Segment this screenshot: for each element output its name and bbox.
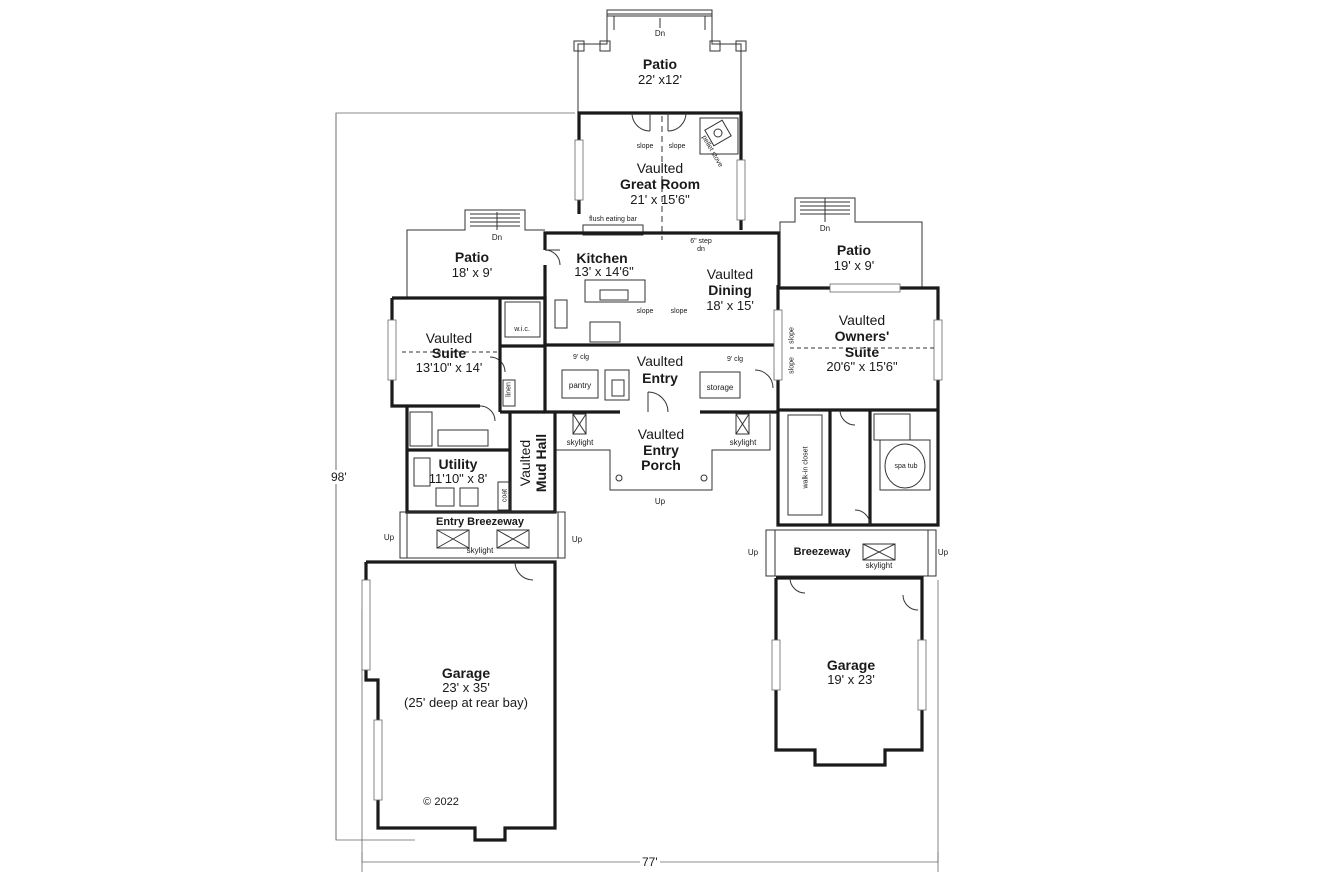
storage-label: storage: [706, 383, 734, 392]
great-room-title: Great Room: [619, 176, 701, 192]
left-patio-title: Patio: [454, 249, 490, 265]
copyright: © 2022: [423, 796, 459, 808]
entry-prefix: Vaulted: [636, 353, 684, 369]
step-down-label: 6" step: [690, 238, 712, 245]
left-garage-note: (25' deep at rear bay): [404, 695, 528, 710]
linen-label: linen: [505, 382, 513, 397]
overall-width-label: 77': [640, 855, 660, 869]
breezeway-up-label: Up: [383, 533, 395, 542]
walk-in-closet-label: walk-in closet: [802, 446, 810, 489]
skylight-label: skylight: [466, 546, 494, 555]
entry-porch: [554, 413, 771, 491]
dining-dims: 18' x 15': [706, 298, 754, 313]
kitchen-title: Kitchen: [576, 250, 628, 266]
left-garage-walls: [361, 560, 557, 842]
slope-label: slope: [788, 357, 796, 374]
entry-porch-prefix: Vaulted: [637, 426, 685, 442]
owners-suite-title: Owners': [834, 328, 890, 344]
wic-label: w.i.c.: [514, 326, 530, 333]
right-patio-dims: 19' x 9': [833, 258, 875, 273]
breezeway-up-label: Up: [937, 548, 949, 557]
right-patio-dn: Dn: [819, 224, 831, 233]
great-room-prefix: Vaulted: [636, 160, 684, 176]
spa-tub-label: spa tub: [894, 463, 918, 470]
suite-dims: 13'10" x 14': [415, 360, 483, 375]
breezeway-up-label: Up: [571, 535, 583, 544]
right-patio-title: Patio: [836, 242, 872, 258]
rear-patio-title: Patio: [642, 56, 678, 72]
owners-suite-dims: 20'6" x 15'6": [826, 359, 898, 374]
ceiling-label-right: 9' clg: [726, 356, 744, 363]
mud-hall-title: Mud Hall: [533, 433, 549, 493]
suite-title: Suite: [431, 345, 467, 361]
suite-prefix: Vaulted: [425, 330, 473, 346]
breezeway-label: Breezeway: [793, 546, 851, 558]
rear-patio-dims: 22' x12': [638, 72, 682, 87]
step-down-label-2: dn: [697, 246, 705, 253]
entry-breezeway: [399, 511, 566, 559]
core-walls: [543, 111, 781, 347]
right-garage-walls: [771, 576, 927, 767]
slope-label: slope: [636, 308, 654, 315]
right-garage-title: Garage: [826, 657, 876, 673]
overall-depth-label: 98': [329, 470, 349, 484]
slope-label: slope: [668, 143, 686, 150]
kitchen-dims: 13' x 14'6": [574, 264, 634, 279]
slope-label: slope: [670, 308, 688, 315]
mud-hall-prefix: Vaulted: [517, 439, 533, 487]
entry-walls: [543, 345, 778, 414]
dining-prefix: Vaulted: [706, 266, 754, 282]
breezeway-up-label: Up: [747, 548, 759, 557]
coat-label: coat: [501, 488, 509, 503]
left-patio: [406, 209, 545, 298]
pantry-label: pantry: [568, 381, 592, 390]
skylight-label: skylight: [729, 438, 757, 447]
dining-title: Dining: [708, 282, 752, 298]
skylight-label: skylight: [865, 561, 893, 570]
mud-hall-label: Vaulted Mud Hall: [517, 423, 553, 503]
owners-suite-title-2: Suite: [844, 344, 880, 360]
flush-eating-bar-label: flush eating bar: [589, 216, 637, 223]
rear-patio-dn: Dn: [654, 29, 666, 38]
left-garage-title: Garage: [441, 665, 491, 681]
dimension-lines: [335, 112, 939, 872]
utility-dims: 11'10" x 8': [428, 471, 488, 486]
great-room-dims: 21' x 15'6": [630, 192, 690, 207]
right-garage-dims: 19' x 23': [827, 672, 875, 687]
entry-breezeway-label: Entry Breezeway: [435, 516, 525, 528]
slope-label: slope: [788, 327, 796, 344]
owners-suite-prefix: Vaulted: [838, 312, 886, 328]
left-patio-dims: 18' x 9': [451, 265, 493, 280]
breezeway: [765, 529, 937, 577]
rear-patio: [573, 9, 747, 112]
owners-bath-walls: [776, 409, 940, 527]
ceiling-label-left: 9' clg: [572, 354, 590, 361]
entry-porch-title: Entry: [643, 442, 679, 458]
porch-up-label: Up: [654, 497, 666, 506]
entry-porch-title-2: Porch: [641, 457, 681, 473]
left-garage-dims: 23' x 35': [442, 680, 490, 695]
left-patio-dn: Dn: [491, 233, 503, 242]
suite-walls: [387, 296, 547, 422]
entry-title: Entry: [642, 370, 678, 386]
utility-title: Utility: [438, 456, 478, 472]
skylight-label: skylight: [566, 438, 594, 447]
right-patio: [779, 197, 923, 288]
slope-label: slope: [636, 143, 654, 150]
